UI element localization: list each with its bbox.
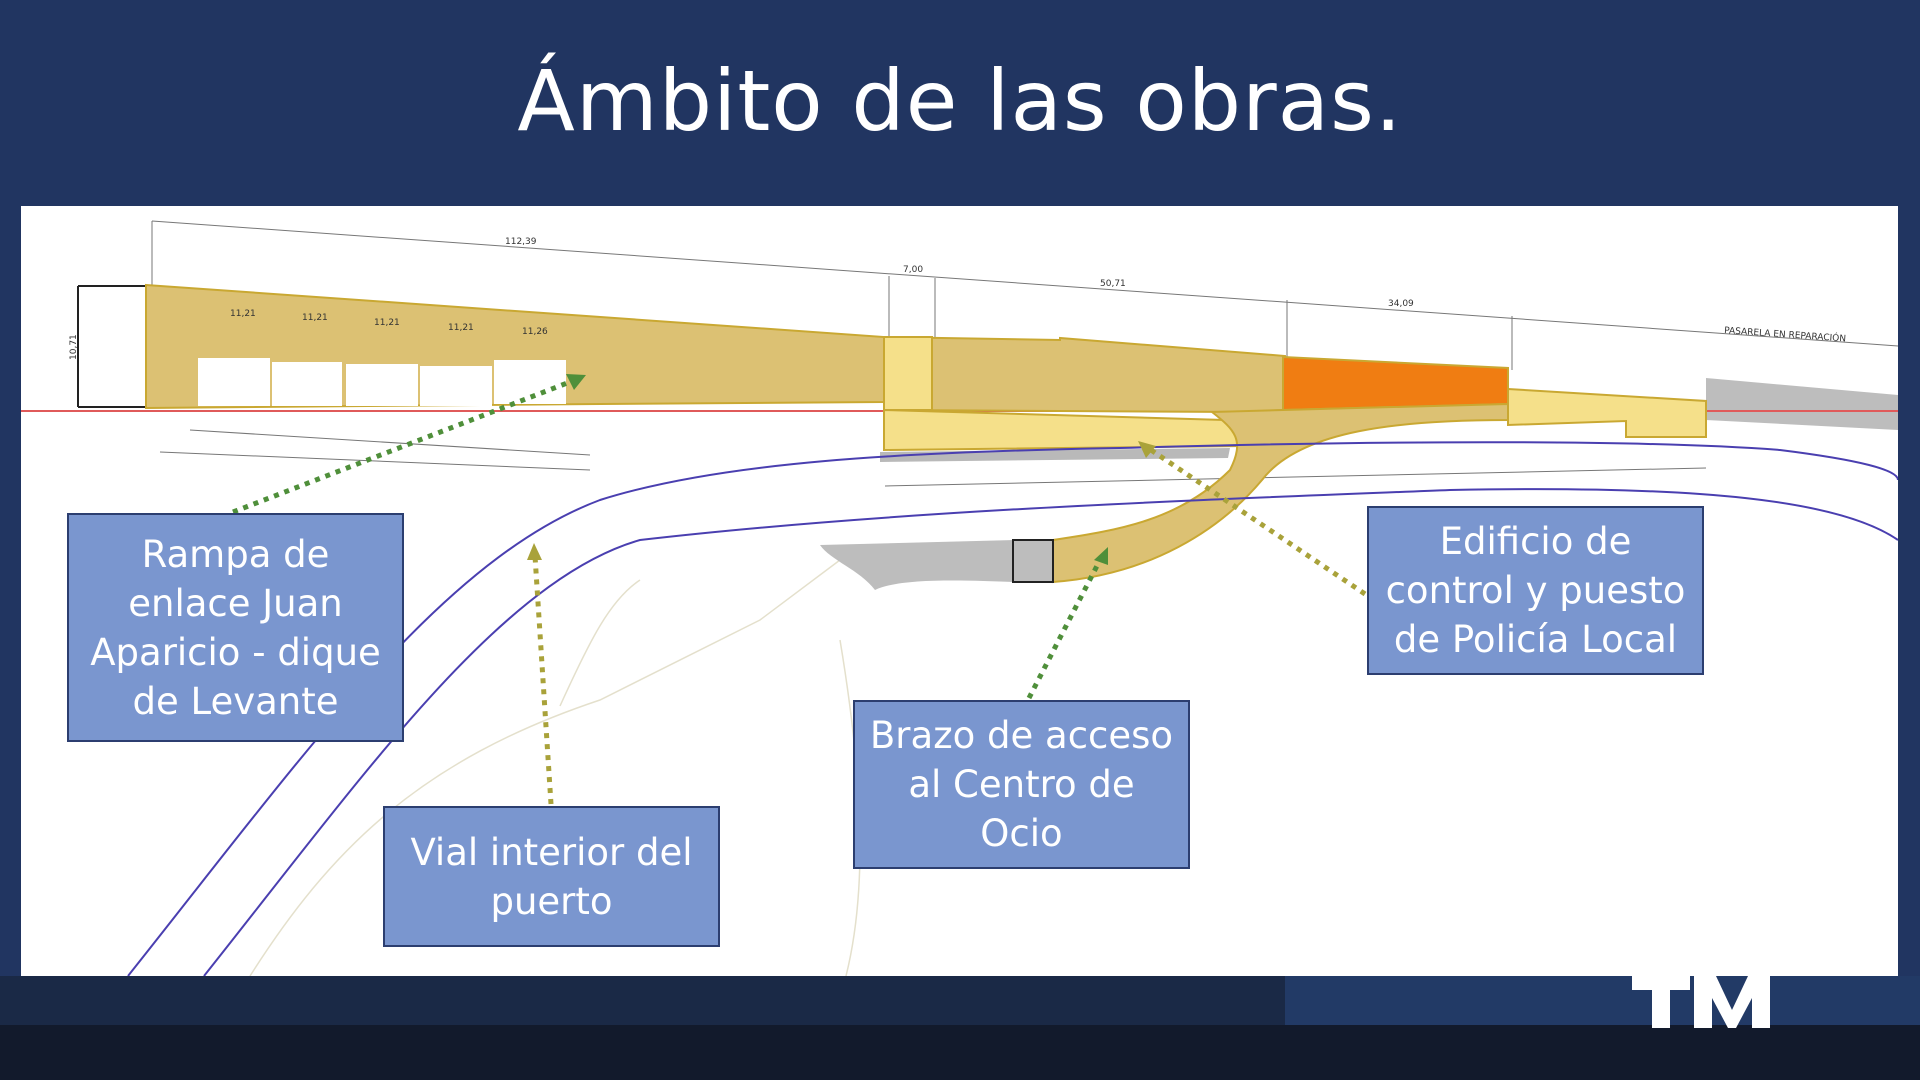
arrowhead-vial: [527, 543, 542, 560]
arrowhead-edificio: [1138, 441, 1156, 458]
label-edificio: Edificio de control y puesto de Policía …: [1367, 506, 1704, 675]
white-cutouts: [198, 358, 566, 406]
right-platform: [1507, 387, 1707, 438]
arrowhead-rampa: [566, 374, 586, 390]
dim-seg: 11,26: [522, 327, 548, 337]
access-arm: [1052, 402, 1509, 584]
middle-platform: [883, 335, 1286, 414]
slide-title: Ámbito de las obras.: [517, 52, 1403, 150]
label-vial: Vial interior del puerto: [383, 806, 720, 947]
dim-total: 112,39: [505, 237, 537, 247]
plan-panel: 112,39 7,00 50,71 34,09 11,21 11,21 11,2…: [21, 206, 1898, 976]
dim-seg: 11,21: [448, 323, 474, 333]
gray-road-right: [1706, 378, 1898, 430]
label-brazo: Brazo de acceso al Centro de Ocio: [853, 700, 1190, 869]
lower-strip: [883, 408, 1244, 452]
label-rampa: Rampa de enlace Juan Aparicio - dique de…: [67, 513, 404, 742]
dim-seg: 11,21: [374, 318, 400, 328]
dim-height: 10,71: [69, 334, 79, 360]
footer-strip: [0, 1025, 1920, 1080]
dim-seg: 11,21: [302, 313, 328, 323]
dimension-lines: [151, 220, 1898, 487]
arrow-vial: [532, 555, 554, 805]
arm-end-block: [1012, 539, 1054, 583]
arrowhead-brazo: [1094, 547, 1108, 565]
road-line-inner: [203, 488, 1898, 976]
arrow-brazo: [1026, 558, 1103, 700]
dim-d3: 34,09: [1388, 299, 1414, 309]
pasarela-label: PASARELA EN REPARACIÓN: [1724, 324, 1847, 344]
dim-seg: 11,21: [230, 309, 256, 319]
channel-logo: [1632, 976, 1770, 1028]
gray-road-arm: [820, 540, 1015, 590]
dim-d2: 50,71: [1100, 279, 1126, 289]
dim-d1: 7,00: [903, 265, 923, 275]
entry-block: [883, 336, 933, 411]
site-plan: 112,39 7,00 50,71 34,09 11,21 11,21 11,2…: [21, 220, 1898, 976]
control-building: [1282, 355, 1509, 412]
